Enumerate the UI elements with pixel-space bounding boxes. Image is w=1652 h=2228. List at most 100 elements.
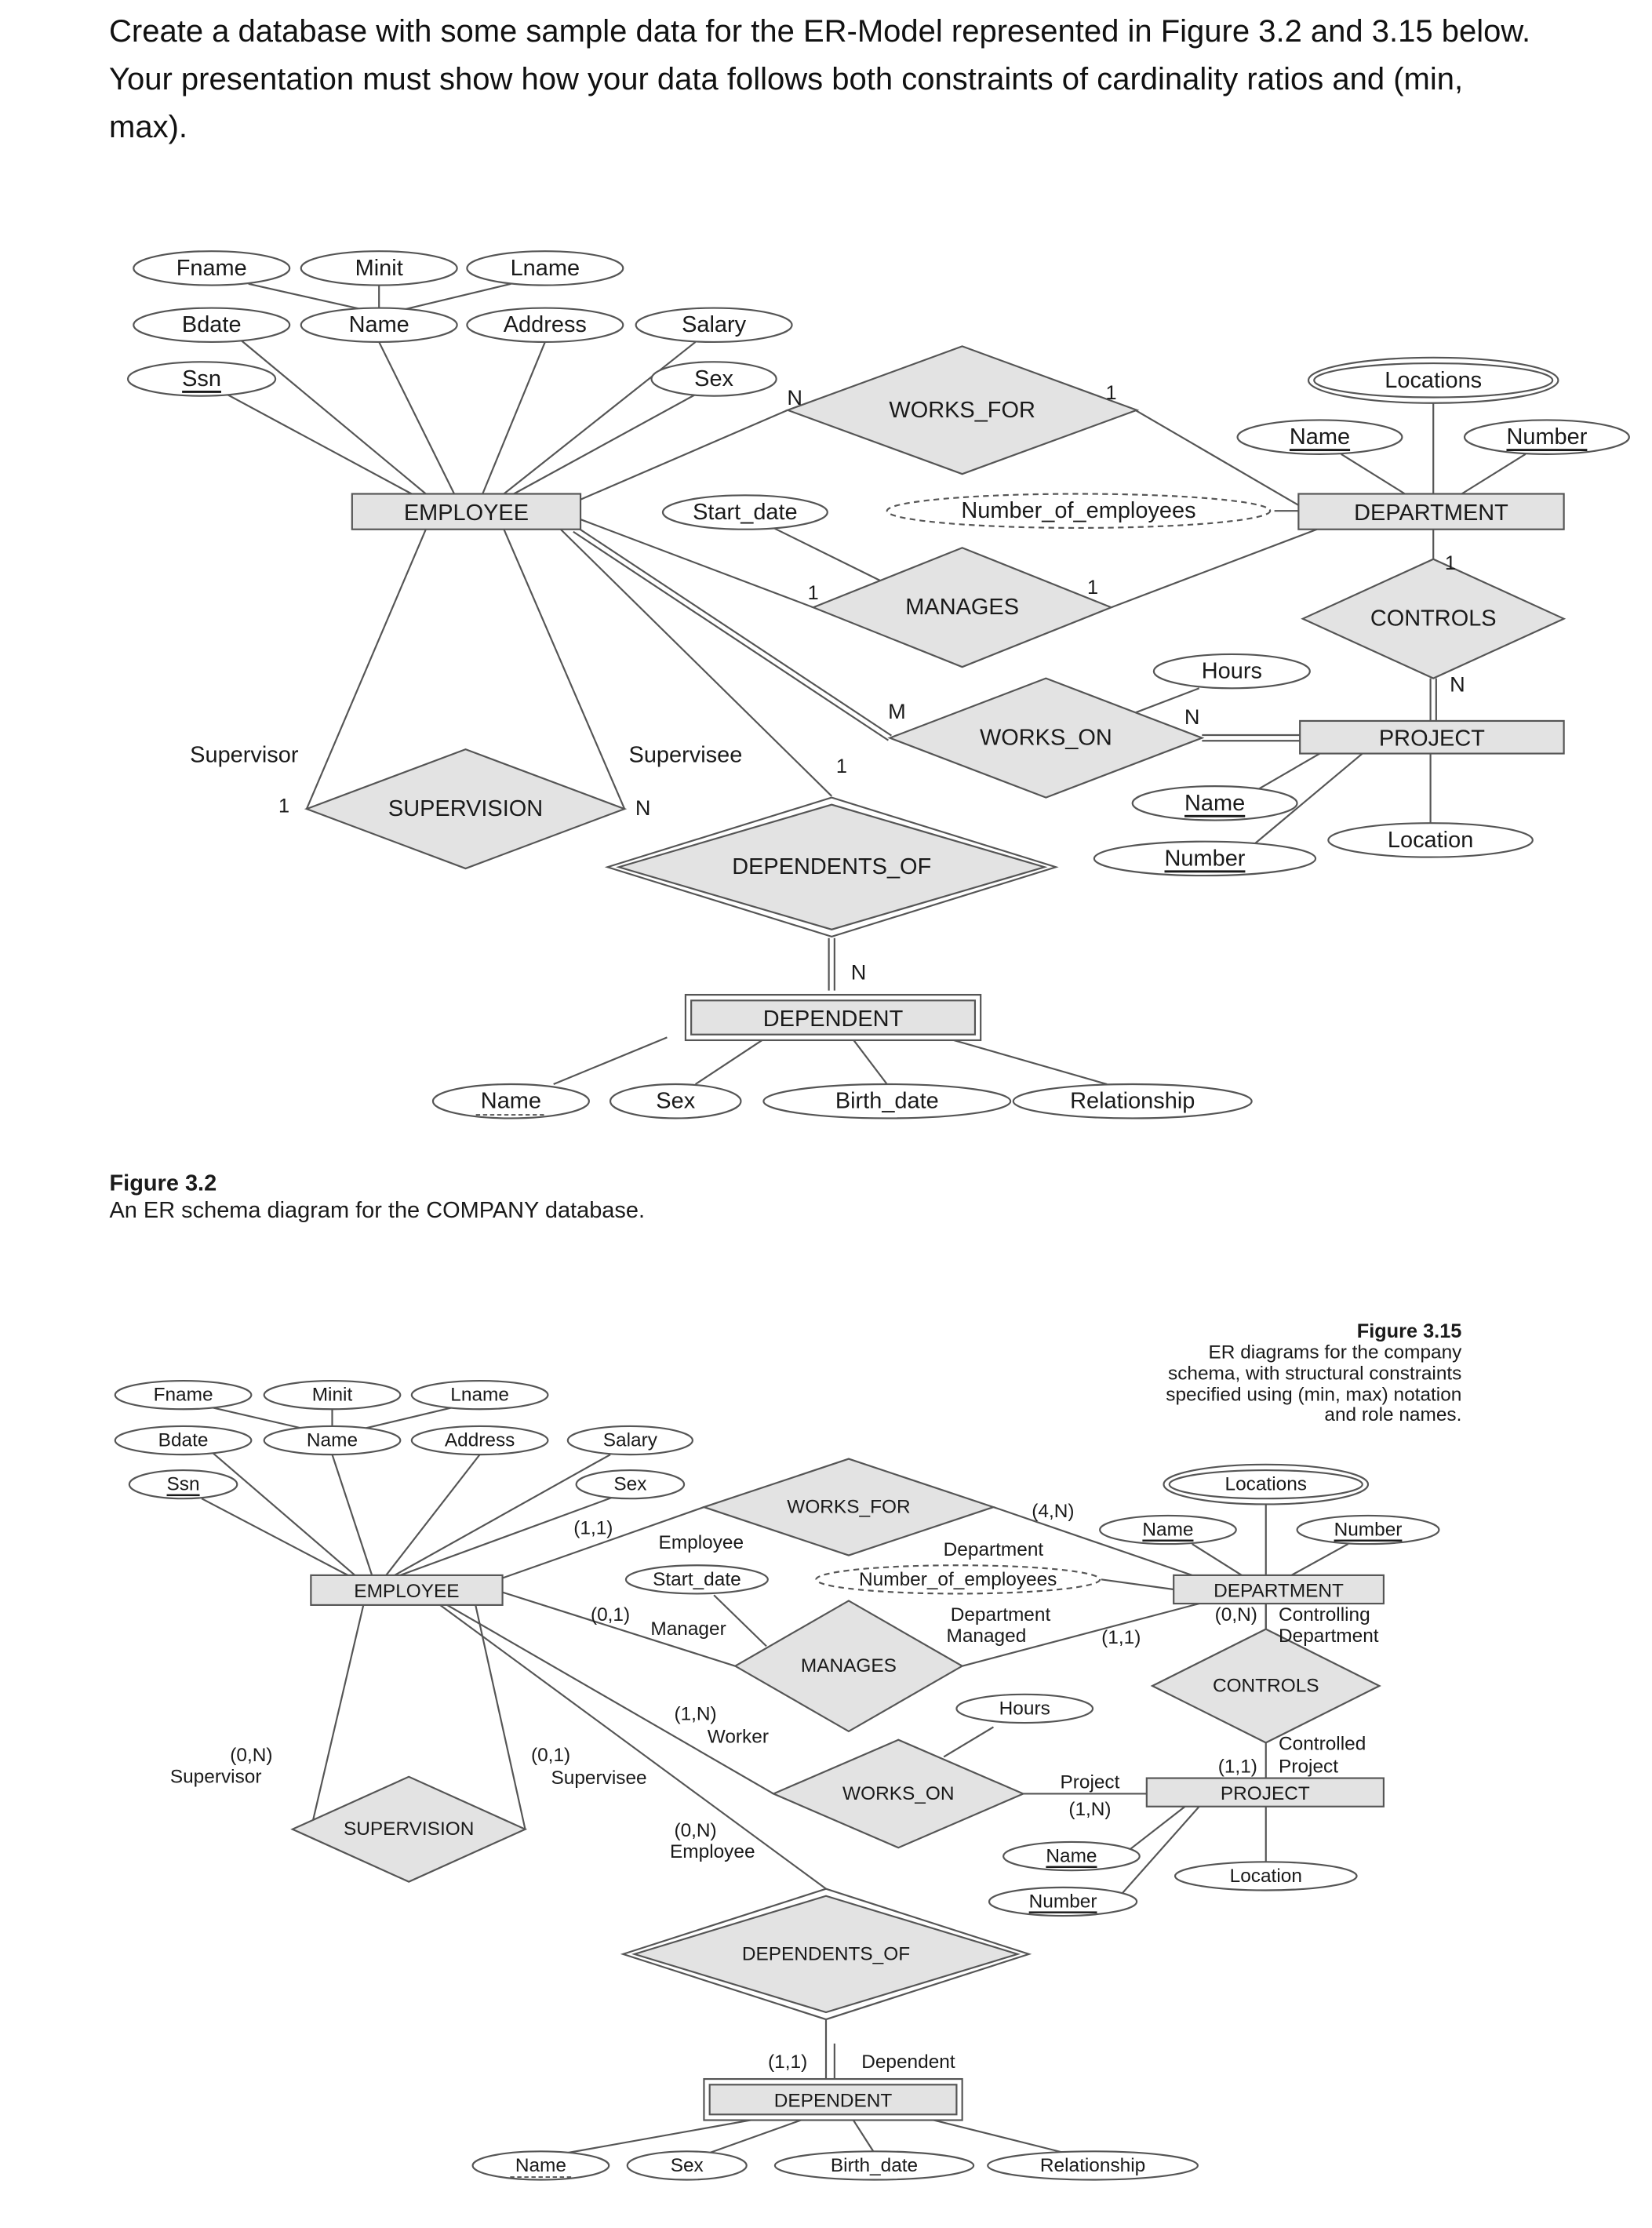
attribute-dep_rel	[987, 2150, 1199, 2181]
relationship-supervision-label: SUPERVISION	[388, 796, 543, 821]
label-wf_dept_card: (4,N)	[1032, 1501, 1074, 1522]
attribute-address-label: Address	[445, 1430, 515, 1451]
attribute-hours-label: Hours	[1202, 659, 1262, 684]
relationship-supervision-label: SUPERVISION	[344, 1818, 474, 1840]
connector-fs3	[404, 282, 511, 311]
connector-l19	[1341, 453, 1406, 495]
relationship-works_for	[701, 1458, 996, 1556]
attribute-fname-label: Fname	[176, 256, 247, 281]
relationship-controls-label: CONTROLS	[1370, 606, 1497, 632]
label-sup_card: (0,N)	[230, 1745, 272, 1766]
connector-l20	[1461, 453, 1526, 495]
label-wf_emp_card: (1,1)	[573, 1518, 613, 1539]
figure-3-15-caption-line: schema, with structural constraints	[1168, 1363, 1461, 1385]
attribute-proj_name-label: Name	[1184, 791, 1245, 816]
connector-315-a21	[1290, 1543, 1349, 1576]
entity-department	[1173, 1574, 1385, 1605]
label-mg_emp_card: (0,1)	[591, 1604, 630, 1625]
attribute-locations-label: Locations	[1225, 1474, 1307, 1495]
connector-l9	[580, 519, 814, 609]
attribute-name	[263, 1425, 402, 1456]
label-dep_dep_role: Dependent	[861, 2051, 955, 2073]
label-ctrl_dept_role2: Department	[1279, 1625, 1379, 1647]
figure-3-15-caption-line: and role names.	[1324, 1404, 1461, 1425]
connector-l7	[580, 409, 788, 501]
entity-employee-label: EMPLOYEE	[404, 501, 529, 526]
attribute-bdate-label: Bdate	[182, 312, 242, 337]
attribute-salary	[566, 1425, 694, 1456]
connector-l30	[694, 1036, 767, 1085]
connector-315-a9	[399, 1496, 614, 1576]
attribute-minit	[263, 1379, 402, 1411]
attribute-sex	[650, 361, 777, 397]
assignment-prompt: Create a database with some sample data …	[109, 8, 1599, 151]
relationship-works_for	[785, 345, 1140, 475]
attribute-start_date-label: Start_date	[693, 500, 798, 525]
connector-315-a15	[1101, 1578, 1174, 1591]
relationship-works_on-label: WORKS_ON	[842, 1783, 954, 1804]
attribute-minit-label: Minit	[312, 1385, 353, 1406]
attribute-dept_name	[1099, 1514, 1237, 1545]
attribute-dept_number	[1296, 1514, 1440, 1545]
label-ctrl_proj_role2: Project	[1279, 1757, 1338, 1778]
connector-l25	[1248, 752, 1363, 850]
connector-l26	[305, 529, 427, 810]
connector-l27	[503, 529, 626, 810]
relationship-manages-label: MANAGES	[905, 595, 1019, 620]
relationship-supervision	[290, 1775, 528, 1883]
entity-project	[1299, 719, 1565, 755]
entity-department-label: DEPARTMENT	[1354, 501, 1508, 526]
label-sup_role: Supervisor	[170, 1766, 262, 1787]
entity-dependent	[708, 2084, 958, 2116]
label-supervisor: Supervisor	[190, 742, 299, 767]
label-dep_n: N	[851, 960, 867, 985]
connector-l31	[850, 1036, 888, 1085]
relationship-dependents_of-label: DEPENDENTS_OF	[732, 854, 931, 879]
attribute-minit	[300, 250, 458, 286]
prompt-line-3: max).	[109, 110, 187, 144]
label-wo_m: M	[888, 699, 906, 723]
connector-315-a28	[310, 1604, 365, 1829]
prompt-line-1: Create a database with some sample data …	[109, 14, 1531, 49]
attribute-dept_number-label: Number	[1334, 1520, 1403, 1541]
attribute-dep_rel-label: Relationship	[1040, 2155, 1145, 2176]
relationship-controls	[1150, 1628, 1381, 1744]
label-wf_n: N	[787, 385, 802, 410]
label-mg_emp_role: Manager	[650, 1618, 726, 1640]
label-mg_dept_card: (1,1)	[1101, 1627, 1141, 1648]
connector-315-a3	[362, 1407, 452, 1430]
prompt-line-2: Your presentation must show how your dat…	[109, 62, 1464, 96]
connector-l4	[503, 341, 697, 495]
attribute-proj_location-label: Location	[1230, 1866, 1302, 1887]
attribute-proj_number-label: Number	[1029, 1891, 1097, 1912]
connector-315-a4	[212, 1452, 356, 1576]
connector-l11	[773, 526, 881, 581]
attribute-hours	[955, 1693, 1094, 1724]
attribute-proj_location	[1174, 1861, 1358, 1891]
attribute-sex-label: Sex	[694, 366, 733, 391]
attribute-bdate	[114, 1425, 253, 1456]
connector-315-a34	[922, 2116, 1065, 2154]
connector-l6	[513, 393, 697, 495]
connector-315-a13	[962, 1603, 1200, 1667]
connector-315-a11	[993, 1506, 1193, 1576]
connector-315-a10	[502, 1506, 704, 1579]
connector-315-a32	[709, 2116, 810, 2154]
label-dep_emp_card: (0,N)	[674, 1820, 716, 1841]
attribute-dept_number	[1463, 419, 1630, 455]
connector-315-a12	[502, 1591, 736, 1667]
attribute-ssn-label: Ssn	[167, 1474, 200, 1495]
label-wo_emp_card: (1,N)	[674, 1704, 716, 1725]
label-wf_1: 1	[1106, 382, 1117, 404]
attribute-bdate-label: Bdate	[158, 1430, 209, 1451]
entity-dependent-label: DEPENDENT	[774, 2091, 893, 2112]
connector-315-a31	[567, 2116, 767, 2154]
attribute-dep_rel	[1012, 1083, 1253, 1119]
label-ctrl_proj_card: (1,1)	[1218, 1757, 1257, 1778]
connector-315-a27	[1120, 1806, 1200, 1895]
attribute-proj_number	[1093, 840, 1317, 877]
connector-l1	[241, 340, 427, 495]
connector-315-works-on-employee	[446, 1604, 774, 1795]
attribute-dept_number-label: Number	[1506, 424, 1587, 450]
relationship-dependents_of	[616, 803, 1048, 930]
